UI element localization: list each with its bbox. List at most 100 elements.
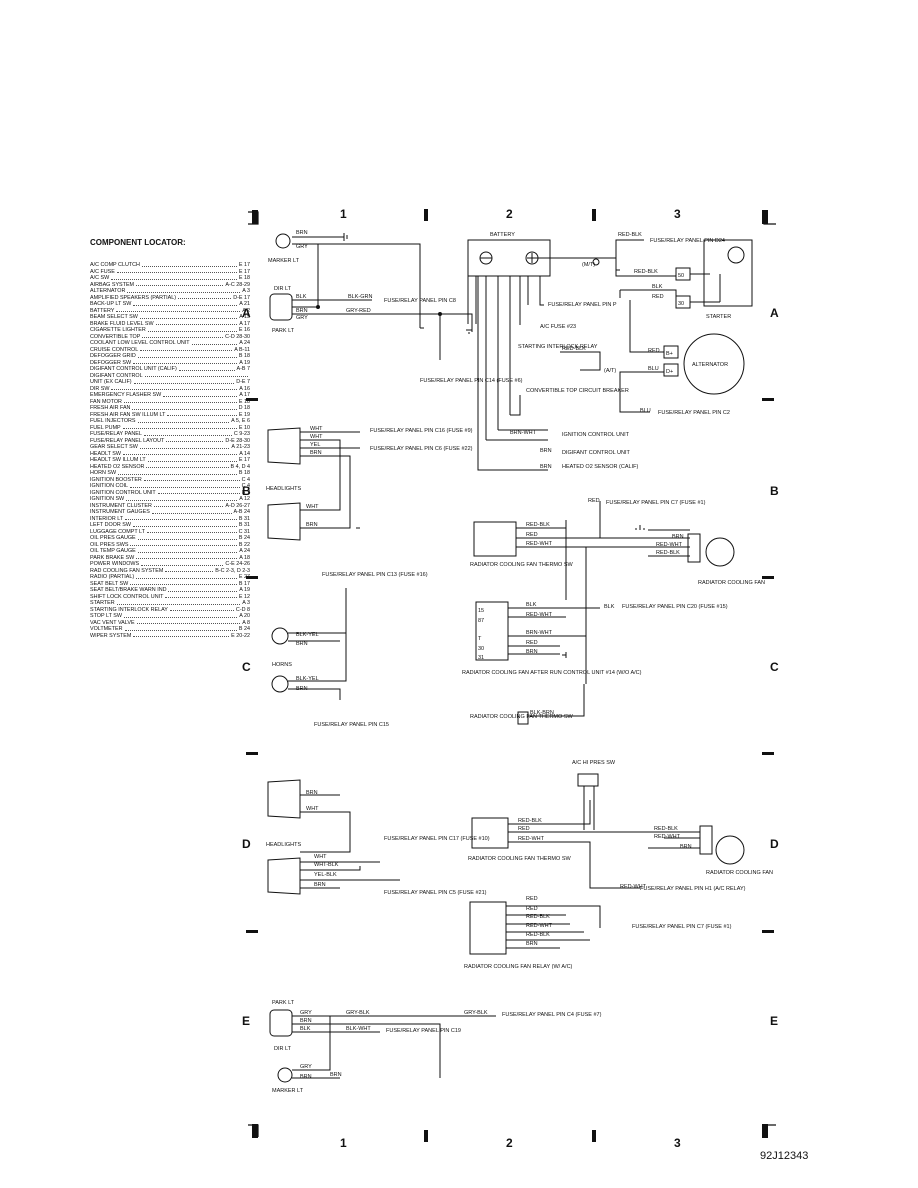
wire-brn-e3: BRN	[330, 1072, 342, 1078]
locator-dots	[111, 275, 237, 280]
locator-entry-name: INSTRUMENT CLUSTER	[90, 502, 152, 509]
locator-entry-location: A 3	[242, 288, 250, 294]
locator-entry-name: POWER WINDOWS	[90, 561, 140, 567]
locator-entry-name: OIL TEMP GAUGE	[90, 548, 136, 554]
locator-entry-location: E 17	[238, 268, 250, 275]
wire-gry-blk-e: GRY-BLK	[346, 1010, 370, 1016]
locator-entry-location: A 21	[239, 301, 250, 307]
locator-dots	[136, 620, 241, 624]
locator-entry-location: A 8	[242, 619, 250, 626]
wire-red-c7-b: RED	[588, 498, 600, 504]
fuse-c17-label: FUSE/RELAY PANEL PIN C17 (FUSE #10)	[384, 836, 490, 842]
dir-park-lt-lamp-icon	[269, 293, 293, 321]
wire-yel-blk-d: YEL-BLK	[314, 872, 337, 878]
locator-entry-name: CRUISE CONTROL	[90, 346, 139, 353]
locator-entry-name: HEADLT SW ILLUM LT	[90, 457, 146, 463]
locator-dots	[123, 399, 237, 403]
locator-entry-location: E 20-22	[231, 632, 250, 639]
wire-blk-starter: BLK	[652, 284, 663, 290]
locator-dots	[165, 568, 214, 572]
locator-entry-name: VOLTMETER	[90, 626, 123, 632]
locator-dots	[126, 496, 238, 501]
headlight-upper-lamp-icon	[267, 427, 301, 465]
locator-entry-location: A 24	[239, 340, 250, 346]
fuse-c19-label: FUSE/RELAY PANEL PIN C19	[386, 1028, 461, 1034]
locator-entry-name: CONVERTIBLE TOP	[90, 333, 141, 340]
locator-entry-location: A-B 24	[233, 509, 250, 515]
locator-dots	[147, 457, 237, 462]
locator-dots	[130, 483, 240, 488]
locator-dots	[137, 535, 237, 540]
locator-dots	[163, 392, 238, 397]
wire-red-b: RED	[526, 532, 538, 538]
locator-dots	[133, 301, 238, 306]
locator-entry-location: C-D 8	[235, 606, 250, 613]
locator-entry-location: E 12	[238, 593, 250, 600]
locator-entry-name: IGNITION SW	[90, 496, 125, 502]
marker-lt-e-label: MARKER LT	[272, 1088, 304, 1094]
starting-interlock-label: STARTING INTERLOCK RELAY	[518, 344, 598, 350]
locator-entry-location: A 15	[239, 314, 250, 320]
ignition-control-unit-label: IGNITION CONTROL UNIT	[562, 432, 630, 438]
locator-dots	[146, 529, 237, 533]
locator-dots	[137, 548, 238, 553]
wire-brn-o2: BRN	[540, 464, 552, 470]
locator-entry-location: D-E 7	[236, 379, 250, 385]
locator-dots	[116, 269, 237, 273]
starter-box	[703, 239, 753, 307]
locator-entry-location: E 27	[238, 574, 250, 580]
fuse-c15-label: FUSE/RELAY PANEL PIN C15	[314, 722, 389, 728]
alternator-label: ALTERNATOR	[692, 362, 728, 368]
locator-entry-location: A 5, E 6	[231, 418, 250, 424]
locator-dots	[141, 561, 224, 566]
locator-entry-name: BATTERY	[90, 307, 115, 314]
wire-red-alt: RED	[648, 348, 660, 354]
locator-dots	[136, 574, 237, 579]
wire-blk-dir: BLK	[296, 294, 307, 300]
wire-red-relay-1: RED	[526, 896, 538, 902]
wire-blk-c20: BLK	[604, 604, 615, 610]
row-e-left: E	[242, 1014, 251, 1028]
locator-dots	[133, 379, 235, 384]
rad-fan-relay-box	[469, 901, 507, 955]
wire-gry-e1: GRY	[300, 1010, 312, 1016]
row-c-right: C	[770, 660, 779, 674]
marker-lt-label: MARKER LT	[268, 258, 300, 264]
fuse-c14-label: FUSE/RELAY PANEL PIN C14 (FUSE #6)	[420, 378, 523, 384]
locator-dots	[139, 314, 238, 319]
wire-blk-yel-horn2: BLK-YEL	[296, 676, 319, 682]
locator-dots	[137, 353, 237, 358]
locator-entry-name: RADIO (PARTIAL)	[90, 574, 135, 580]
fuse-c6-label: FUSE/RELAY PANEL PIN C6 (FUSE #22)	[370, 446, 473, 452]
wire-red-blk-fan-b: RED-BLK	[656, 550, 680, 556]
locator-entry-location: B 4, D 4	[230, 463, 250, 470]
row-a-right: A	[770, 306, 779, 320]
locator-entry-location: E 19	[238, 411, 250, 418]
wire-red-relay-2: RED	[526, 906, 538, 912]
fuse-pin-p-label: FUSE/RELAY PANEL PIN P	[548, 302, 617, 308]
wire-red-wht-relay: RED-WHT	[526, 923, 553, 929]
locator-entry-location: D 18	[238, 405, 250, 411]
wire-red-wht-h1: RED-WHT	[620, 884, 647, 890]
column-2-top: 2	[506, 207, 513, 221]
thermo-sw-d-box	[471, 817, 509, 849]
locator-entry-location: C 9-23	[233, 431, 250, 437]
wire-red-blk-relay: RED-BLK	[526, 914, 550, 920]
wire-brn-fan-d: BRN	[680, 844, 692, 850]
horns-label: HORNS	[272, 662, 292, 668]
wire-gry-blk-c4: GRY-BLK	[464, 1010, 488, 1016]
fuse-d24-label: FUSE/RELAY PANEL PIN D24	[650, 238, 725, 244]
